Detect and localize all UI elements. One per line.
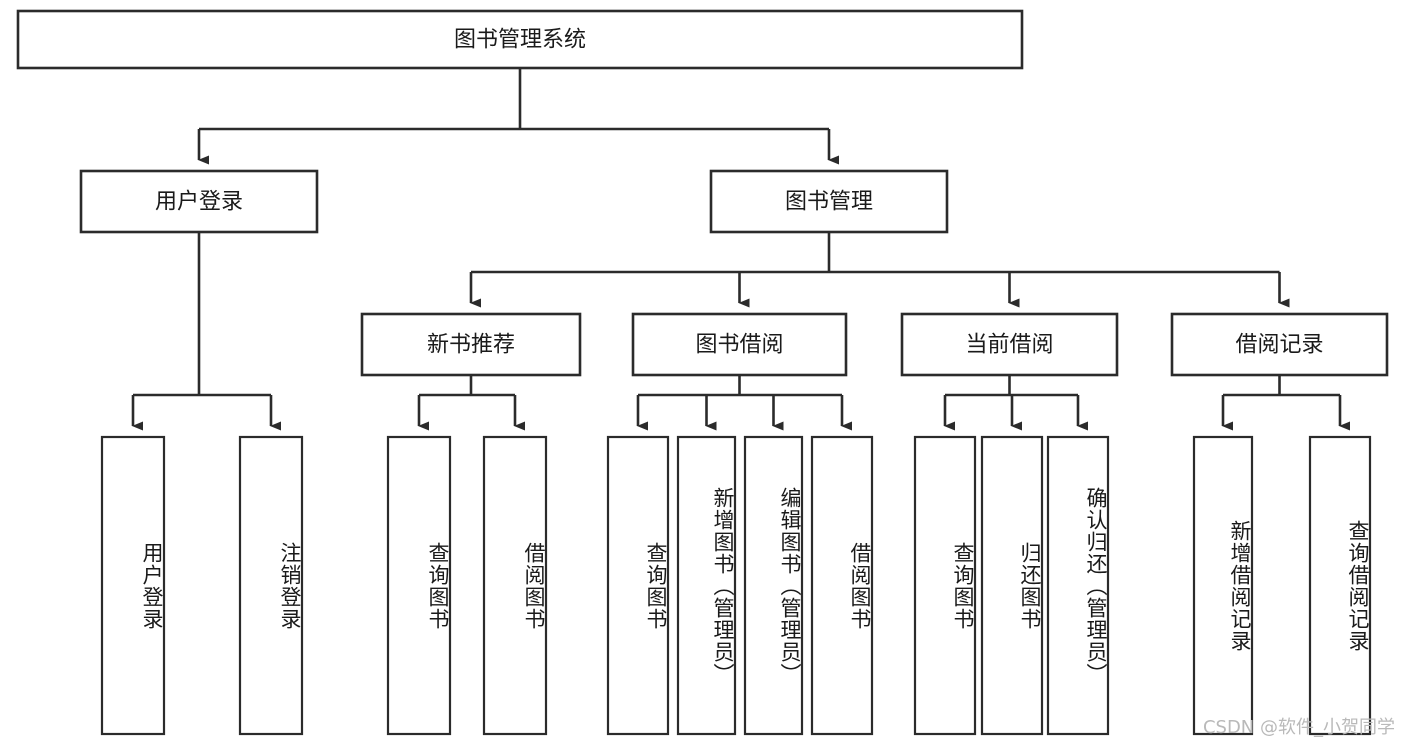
edges-layer <box>131 68 1350 431</box>
node-label: 当前借阅 <box>965 333 1053 358</box>
leaf-label-leaf-logout: 注销登录 <box>278 541 302 630</box>
node-new-book-recommend[interactable]: 新书推荐 <box>360 312 582 377</box>
leaf-label-leaf-return-book: 归还图书 <box>1018 541 1042 630</box>
node-label: 图书管理系统 <box>454 28 586 53</box>
node-leaf-confirm-return[interactable] <box>1046 435 1110 736</box>
node-leaf-user-login[interactable] <box>100 435 166 736</box>
node-book-borrow[interactable]: 图书借阅 <box>631 312 848 377</box>
node-user-login[interactable]: 用户登录 <box>79 169 319 234</box>
leaf-label-leaf-query-book-3: 查询图书 <box>951 541 975 630</box>
watermark-text: CSDN @软件_小贺同学 <box>1202 717 1395 738</box>
leaf-label-leaf-query-book-2: 查询图书 <box>644 541 668 630</box>
node-leaf-add-book[interactable] <box>676 435 737 736</box>
leaf-label-leaf-borrow-book-1: 借阅图书 <box>522 541 546 630</box>
node-label: 新书推荐 <box>427 333 515 358</box>
leaf-label-leaf-confirm-return: 确认归还（管理员） <box>1084 486 1108 685</box>
leaf-label-leaf-query-book-1: 查询图书 <box>426 541 450 630</box>
node-label: 借阅记录 <box>1235 333 1323 358</box>
node-label: 图书借阅 <box>695 333 783 358</box>
node-leaf-logout[interactable] <box>238 435 304 736</box>
node-leaf-query-book-3[interactable] <box>913 435 977 736</box>
node-current-borrow[interactable]: 当前借阅 <box>900 312 1119 377</box>
node-book-manage[interactable]: 图书管理 <box>709 169 949 234</box>
node-root[interactable]: 图书管理系统 <box>16 9 1024 70</box>
node-leaf-query-record[interactable] <box>1308 435 1372 736</box>
node-borrow-record[interactable]: 借阅记录 <box>1170 312 1389 377</box>
leaf-label-leaf-borrow-book-2: 借阅图书 <box>848 541 872 630</box>
node-leaf-borrow-book-1[interactable] <box>482 435 548 736</box>
node-label: 图书管理 <box>785 190 873 215</box>
leaf-label-leaf-user-login: 用户登录 <box>140 541 164 630</box>
leaf-label-leaf-add-record: 新增借阅记录 <box>1228 519 1252 652</box>
node-leaf-borrow-book-2[interactable] <box>810 435 874 736</box>
leaf-label-leaf-query-record: 查询借阅记录 <box>1346 519 1370 652</box>
node-leaf-edit-book[interactable] <box>743 435 804 736</box>
node-leaf-add-record[interactable] <box>1192 435 1254 736</box>
leaf-label-leaf-edit-book: 编辑图书（管理员） <box>778 486 802 685</box>
node-leaf-return-book[interactable] <box>980 435 1044 736</box>
leaf-label-leaf-add-book: 新增图书（管理员） <box>711 486 735 685</box>
node-label: 用户登录 <box>155 190 243 215</box>
node-leaf-query-book-2[interactable] <box>606 435 670 736</box>
node-leaf-query-book-1[interactable] <box>386 435 452 736</box>
